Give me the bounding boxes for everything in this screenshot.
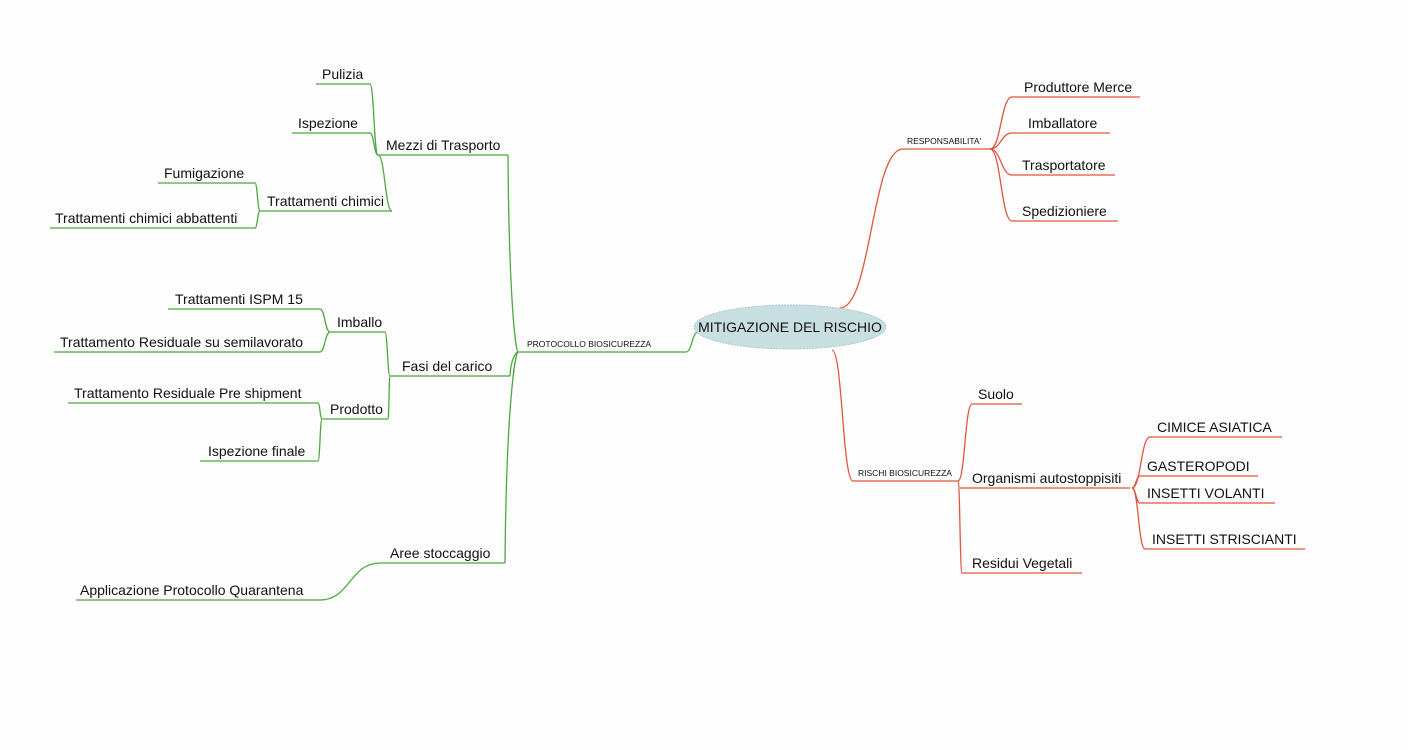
node-suolo[interactable]: Suolo xyxy=(978,386,1014,402)
connector xyxy=(319,562,381,601)
node-fasi-del-carico[interactable]: Fasi del carico xyxy=(402,358,492,374)
node-trattamenti-chimici[interactable]: Trattamenti chimici xyxy=(267,193,384,209)
connector xyxy=(254,182,261,212)
connector xyxy=(989,148,1013,176)
node-responsabilita[interactable]: RESPONSABILITA' xyxy=(907,136,982,146)
node-pulizia[interactable]: Pulizia xyxy=(322,66,363,82)
connector xyxy=(504,351,519,564)
node-insetti-volanti[interactable]: INSETTI VOLANTI xyxy=(1147,485,1264,501)
node-residui-vegetali[interactable]: Residui Vegetali xyxy=(972,555,1072,571)
connector xyxy=(317,418,323,462)
connector xyxy=(957,480,963,574)
node-mezzi-di-trasporto[interactable]: Mezzi di Trasporto xyxy=(386,137,501,153)
connector xyxy=(957,403,973,482)
node-fumigazione[interactable]: Fumigazione xyxy=(164,165,244,181)
connector xyxy=(319,308,331,333)
connector xyxy=(831,349,854,482)
node-aree-stoccaggio[interactable]: Aree stoccaggio xyxy=(390,545,491,561)
node-trattamenti-ispm-15[interactable]: Trattamenti ISPM 15 xyxy=(175,291,303,307)
connector xyxy=(384,331,391,377)
root-node[interactable] xyxy=(693,304,887,350)
node-organismi-autostoppisiti[interactable]: Organismi autostoppisiti xyxy=(972,470,1121,486)
connector xyxy=(254,210,261,229)
node-produttore-merce[interactable]: Produttore Merce xyxy=(1024,79,1132,95)
connector xyxy=(989,148,1013,222)
connector xyxy=(317,402,323,420)
connector xyxy=(507,154,519,353)
connector xyxy=(369,132,379,156)
connector xyxy=(1131,475,1141,489)
node-imballo[interactable]: Imballo xyxy=(337,314,382,330)
node-trattamento-pre-shipment[interactable]: Trattamento Residuale Pre shipment xyxy=(74,385,302,401)
node-gasteropodi[interactable]: GASTEROPODI xyxy=(1147,458,1250,474)
node-spedizioniere[interactable]: Spedizioniere xyxy=(1022,203,1107,219)
node-ispezione[interactable]: Ispezione xyxy=(298,115,358,131)
connector xyxy=(369,83,379,156)
connector xyxy=(989,132,1013,150)
connector xyxy=(1131,487,1146,550)
connector xyxy=(685,331,699,353)
node-ispezione-finale[interactable]: Ispezione finale xyxy=(208,443,306,459)
node-protocollo-biosicurezza[interactable]: PROTOCOLLO BIOSICUREZZA xyxy=(527,339,651,349)
node-cimice-asiatica[interactable]: CIMICE ASIATICA xyxy=(1157,419,1273,435)
connector xyxy=(377,154,393,212)
node-insetti-striscianti[interactable]: INSETTI STRISCIANTI xyxy=(1152,531,1297,547)
connector xyxy=(387,375,391,420)
node-prodotto[interactable]: Prodotto xyxy=(330,401,383,417)
node-imballatore[interactable]: Imballatore xyxy=(1028,115,1097,131)
root-label: MITIGAZIONE DEL RISCHIO xyxy=(698,319,882,335)
connector xyxy=(319,331,331,353)
node-trattamento-semilavorato[interactable]: Trattamento Residuale su semilavorato xyxy=(60,334,303,350)
node-applicazione-protocollo-quarantena[interactable]: Applicazione Protocollo Quarantena xyxy=(80,582,304,598)
node-trasportatore[interactable]: Trasportatore xyxy=(1022,157,1106,173)
connector xyxy=(839,148,904,309)
node-rischi-biosicurezza[interactable]: RISCHI BIOSICUREZZA xyxy=(858,468,952,478)
connector xyxy=(989,96,1013,150)
node-trattamenti-chimici-abbattenti[interactable]: Trattamenti chimici abbattenti xyxy=(55,210,237,226)
